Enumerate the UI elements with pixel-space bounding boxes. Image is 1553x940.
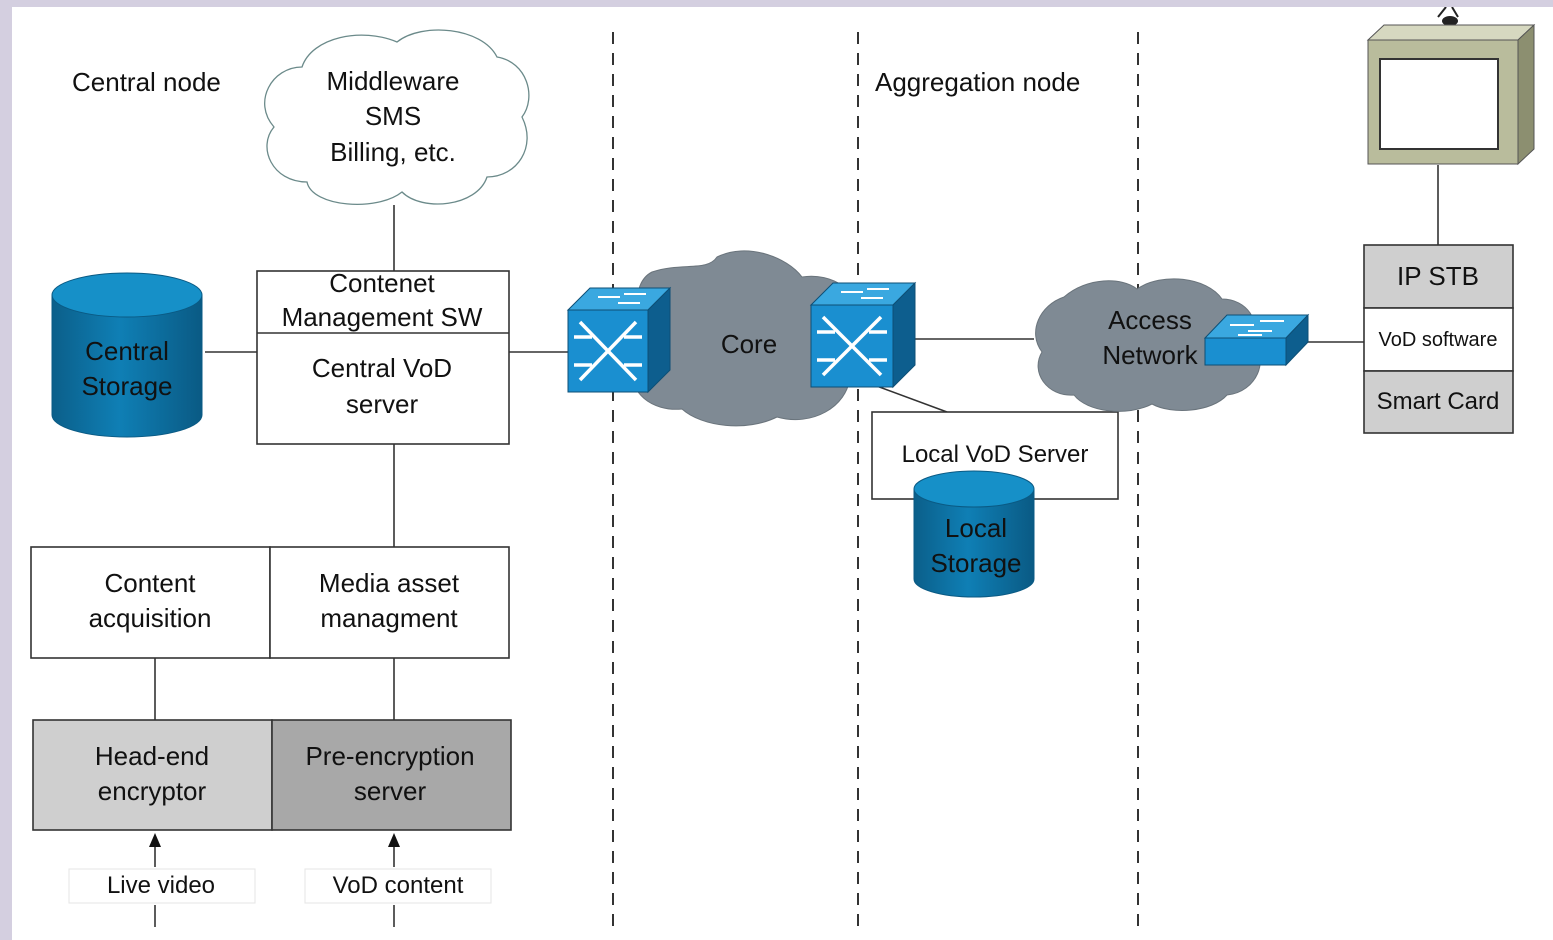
core-label: Core <box>721 329 777 359</box>
local-storage-line-1: Local <box>945 513 1007 543</box>
middleware-line-1: Middleware <box>327 66 460 96</box>
middleware-cloud: Middleware SMS Billing, etc. <box>264 29 530 205</box>
content-acquisition-line-2: acquisition <box>89 603 212 633</box>
media-asset-line-2: managment <box>320 603 458 633</box>
central-storage-line-1: Central <box>85 336 169 366</box>
access-network-line-1: Access <box>1108 305 1192 335</box>
media-asset-line-1: Media asset <box>319 568 460 598</box>
preencryption-line-2: server <box>354 776 427 806</box>
connectors <box>154 165 1439 927</box>
zone-label-central-node: Central node <box>72 67 221 97</box>
access-network-cloud: Access Network <box>1035 278 1261 412</box>
diagram-canvas: Central node Aggregation node Middleware… <box>12 7 1553 940</box>
local-vod-server-label: Local VoD Server <box>902 441 1089 468</box>
ip-stb: IP STB VoD software Smart Card <box>1363 244 1514 434</box>
local-storage-cylinder: Local Storage <box>913 470 1035 598</box>
headend-line-2: encryptor <box>98 776 207 806</box>
headend-line-1: Head-end <box>95 741 209 771</box>
live-video-arrow <box>149 833 161 847</box>
core-router-right <box>809 281 917 389</box>
local-storage-line-2: Storage <box>930 548 1021 578</box>
middleware-line-3: Billing, etc. <box>330 137 456 167</box>
content-acquisition-line-1: Content <box>104 568 196 598</box>
vod-content-arrow <box>388 833 400 847</box>
input-labels: Live video VoD content <box>68 868 492 904</box>
tv-icon <box>1366 7 1536 166</box>
encryption-block: Head-end encryptor Pre-encryption server <box>32 719 512 831</box>
live-video-label: Live video <box>107 872 215 899</box>
central-storage-line-2: Storage <box>81 371 172 401</box>
ip-stb-title: IP STB <box>1397 261 1479 291</box>
preencryption-line-1: Pre-encryption <box>305 741 474 771</box>
vod-software-label: VoD software <box>1379 329 1498 351</box>
vod-content-label: VoD content <box>333 872 464 899</box>
central-vod-line-1: Central VoD <box>312 353 452 383</box>
input-arrowheads <box>149 833 400 847</box>
access-switch <box>1203 313 1310 367</box>
central-storage-cylinder: Central Storage <box>51 272 203 438</box>
access-network-line-2: Network <box>1102 340 1198 370</box>
content-mgmt-line-1: Contenet <box>329 268 435 298</box>
core-router-left <box>566 286 672 394</box>
vod-architecture-diagram: Central node Aggregation node Middleware… <box>30 7 1536 932</box>
content-mgmt-line-2: Management SW <box>282 302 483 332</box>
smart-card-label: Smart Card <box>1377 388 1500 415</box>
middleware-line-2: SMS <box>365 101 421 131</box>
zone-label-aggregation-node: Aggregation node <box>875 67 1080 97</box>
central-vod-line-2: server <box>346 389 419 419</box>
zone-dividers <box>612 32 1139 932</box>
central-vod-block: Contenet Management SW Central VoD serve… <box>256 268 510 445</box>
acquisition-block: Content acquisition Media asset managmen… <box>30 546 510 659</box>
